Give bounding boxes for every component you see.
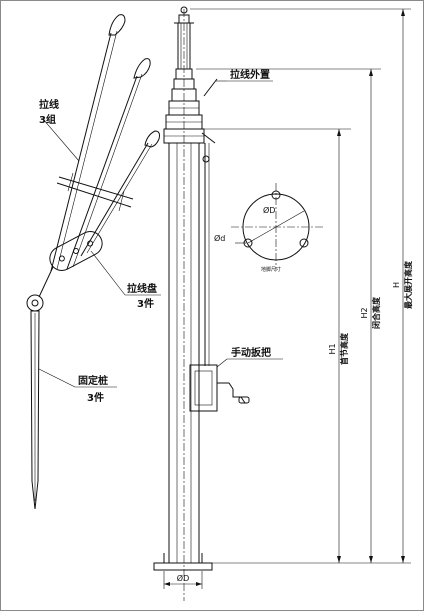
guy-wire-outer-label: 拉线外置	[230, 68, 270, 81]
guy-plate-label: 拉线盘	[127, 282, 157, 295]
hole-diameter-label: Ød	[214, 233, 225, 243]
flange-detail: ØD Ød 地脚尺寸	[214, 183, 323, 273]
guy-wire-3	[80, 142, 149, 257]
flange-caption: 地脚尺寸	[261, 266, 281, 273]
ground-stake-label: 固定桩	[78, 374, 108, 387]
crank-handle	[238, 396, 250, 404]
guy-wire-qty: 3组	[39, 113, 56, 126]
h2-name: 闭合高度	[371, 296, 381, 329]
mast-body: ØD	[153, 6, 250, 601]
h-symbol: H	[392, 282, 401, 288]
pcd-label: ØD	[263, 205, 275, 215]
winch-box	[189, 364, 218, 412]
h2-symbol: H2	[360, 307, 369, 318]
guy-wire-label: 拉线	[39, 98, 59, 111]
height-dimensions	[190, 8, 411, 564]
base-plate	[153, 562, 213, 571]
crank-arm	[217, 382, 246, 404]
h-name: 最大展开高度	[403, 260, 413, 309]
hand-crank-label: 手动扳把	[231, 346, 271, 359]
guy-wire-2-top	[133, 58, 151, 79]
guy-plate	[49, 230, 103, 272]
h1-symbol: H1	[328, 343, 337, 354]
guy-wire-3-top	[144, 130, 160, 148]
bolt-hole-1	[271, 190, 281, 200]
stake-ring	[26, 294, 44, 312]
h1-name: 首节高度	[339, 332, 349, 365]
base-diameter-label: ØD	[177, 573, 189, 583]
guy-wire-2	[66, 75, 138, 270]
callouts: 拉线 3组 拉线外置 拉线盘 3件 手动扳把 固定桩 3件	[38, 68, 283, 404]
guy-wire-1-top	[108, 14, 126, 36]
ground-stake-qty: 3件	[87, 391, 104, 404]
ground-stake	[26, 294, 44, 510]
guy-plate-qty: 3件	[137, 297, 154, 310]
top-ring	[180, 6, 188, 14]
guy-wire-1	[50, 32, 112, 272]
guy-wires	[38, 14, 160, 298]
stake-body	[30, 310, 40, 510]
bolt-hole-3	[299, 238, 309, 248]
